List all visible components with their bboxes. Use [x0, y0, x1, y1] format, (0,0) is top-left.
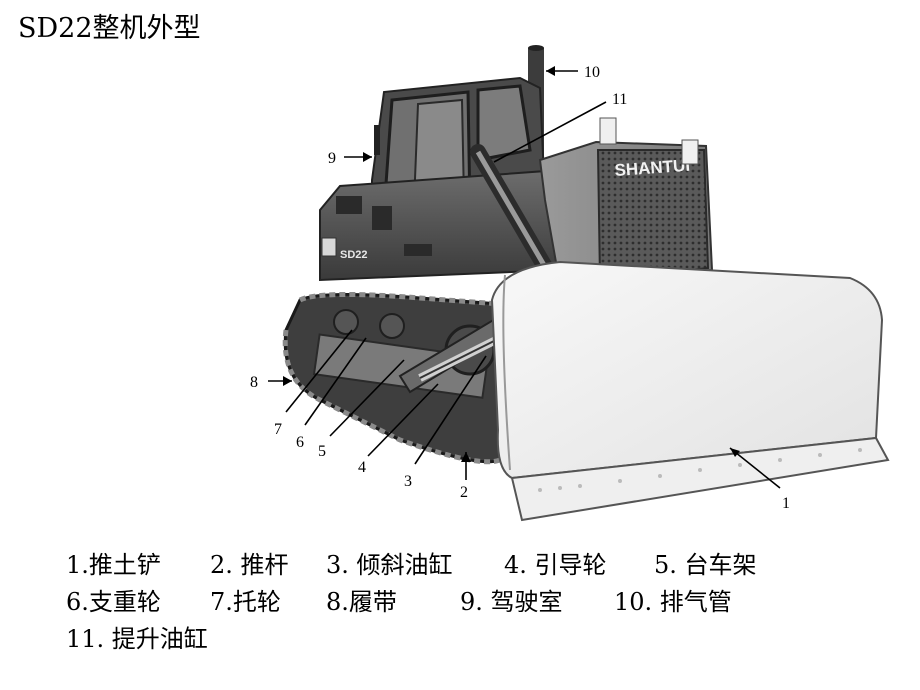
legend-item: 10. 排气管 [614, 588, 732, 616]
legend-item: 6.支重轮 [66, 588, 161, 616]
callout-7: 7 [274, 421, 282, 438]
legend-item: 5. 台车架 [654, 551, 757, 579]
legend-line-2: 6.支重轮 7.托轮 8.履带 9. 驾驶室 10. 排气管 [66, 582, 732, 617]
track [282, 291, 502, 465]
callout-3: 3 [404, 473, 412, 490]
callout-2: 2 [460, 484, 468, 501]
callout-leaders [268, 70, 781, 489]
legend-item: 9. 驾驶室 [460, 588, 563, 616]
callout-9: 9 [328, 150, 336, 167]
legend-item: 8.履带 [326, 588, 397, 616]
legend-item: 11. 提升油缸 [66, 625, 208, 653]
blade [490, 260, 890, 522]
callout-11: 11 [612, 91, 627, 108]
page-title: SD22整机外型 [18, 13, 201, 44]
callout-8: 8 [250, 374, 258, 391]
legend-item: 1.推土铲 [66, 551, 161, 579]
callout-6: 6 [296, 434, 304, 451]
callout-arrowheads [283, 66, 740, 462]
legend-line-1: 1.推土铲 2. 推杆 3. 倾斜油缸 4. 引导轮 5. 台车架 [66, 545, 757, 580]
legend-item: 3. 倾斜油缸 [326, 551, 453, 579]
callout-5: 5 [318, 443, 326, 460]
legend-line-3: 11. 提升油缸 [66, 619, 208, 654]
lift-cylinder [470, 144, 556, 280]
legend-item: 2. 推杆 [210, 551, 289, 579]
bulldozer-diagram: SD22 SHANTUI [250, 45, 890, 522]
callout-10: 10 [584, 64, 600, 81]
callout-1: 1 [782, 495, 790, 512]
legend-item: 4. 引导轮 [504, 551, 607, 579]
callout-numbers: 1 2 3 4 5 6 7 8 9 10 11 [250, 64, 790, 512]
engine-hood: SHANTUI [538, 117, 714, 287]
legend-item: 7.托轮 [210, 588, 281, 616]
model-label: SD22 [340, 249, 368, 261]
callout-4: 4 [358, 459, 366, 476]
